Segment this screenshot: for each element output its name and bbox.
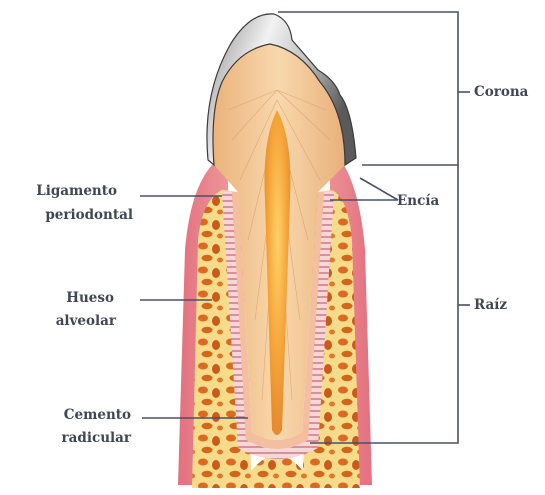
label-raiz: Raíz [474, 296, 507, 314]
label-hueso-line2: alveolar [56, 312, 116, 330]
label-corona: Corona [474, 83, 528, 101]
label-cemento-line2: radicular [62, 429, 131, 447]
label-encia: Encía [397, 192, 439, 210]
label-ligamento-line2: periodontal [45, 206, 133, 224]
label-ligamento-line1: Ligamento [36, 182, 117, 200]
label-cemento-line1: Cemento [64, 406, 131, 424]
label-hueso-line1: Hueso [66, 289, 114, 307]
